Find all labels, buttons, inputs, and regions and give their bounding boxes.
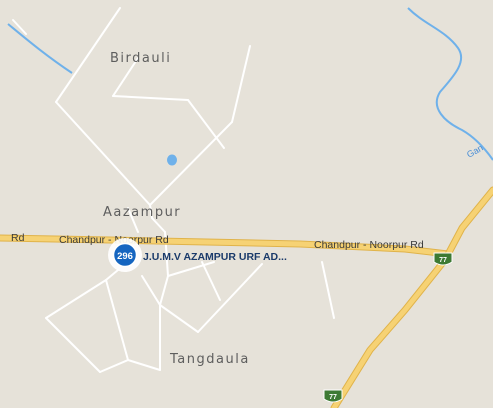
minor-road: [127, 207, 139, 233]
shield-icon: [433, 252, 453, 266]
poi-marker[interactable]: 296: [108, 238, 142, 272]
minor-road: [12, 19, 27, 35]
river-ganga: [407, 7, 493, 161]
road-label-chandpur-noorpur-left: Chandpur - Noorpur Rd: [59, 234, 169, 246]
minor-road: [321, 261, 335, 319]
place-label-aazampur: Aazampur: [103, 205, 181, 220]
highway-shield-number: 77: [329, 394, 337, 401]
place-label-birdauli: Birdauli: [110, 51, 171, 66]
minor-road: [99, 359, 129, 373]
place-label-tangdaula: Tangdaula: [169, 352, 250, 367]
minor-road: [149, 121, 233, 206]
minor-road: [149, 204, 153, 219]
minor-road: [112, 57, 139, 97]
minor-road: [45, 317, 101, 373]
minor-road: [45, 279, 107, 319]
school-badge-icon: [112, 242, 138, 268]
highway-shield-number: 77: [439, 257, 447, 264]
road-label-fragment: Rd: [11, 232, 25, 244]
minor-road: [127, 359, 161, 371]
minor-road: [112, 95, 189, 101]
minor-road: [197, 263, 263, 333]
poi-label[interactable]: J.U.M.V AZAMPUR URF AD...: [143, 251, 287, 263]
minor-road: [187, 99, 225, 149]
pond: [167, 154, 177, 166]
minor-road: [231, 45, 251, 123]
highway-77: [331, 187, 493, 408]
minor-roads: [12, 7, 335, 373]
minor-road: [105, 279, 129, 361]
highway-shield-lower[interactable]: 77: [323, 389, 343, 403]
minor-road: [55, 101, 151, 206]
river-west: [7, 23, 73, 74]
highways: [0, 186, 493, 408]
road-label-chandpur-noorpur-right: Chandpur - Noorpur Rd: [314, 239, 424, 251]
minor-road: [201, 261, 221, 301]
highway-chandpur-noorpur: [0, 235, 451, 257]
rivers: [7, 7, 493, 161]
minor-road: [167, 261, 215, 277]
highway-shield-upper[interactable]: 77: [433, 252, 453, 266]
minor-road: [55, 7, 121, 103]
poi-number: 296: [117, 251, 133, 262]
minor-road: [105, 269, 119, 281]
minor-road: [159, 275, 169, 306]
minor-road: [151, 217, 166, 233]
shield-icon: [323, 389, 343, 403]
minor-road: [141, 275, 161, 306]
minor-road: [159, 304, 199, 333]
